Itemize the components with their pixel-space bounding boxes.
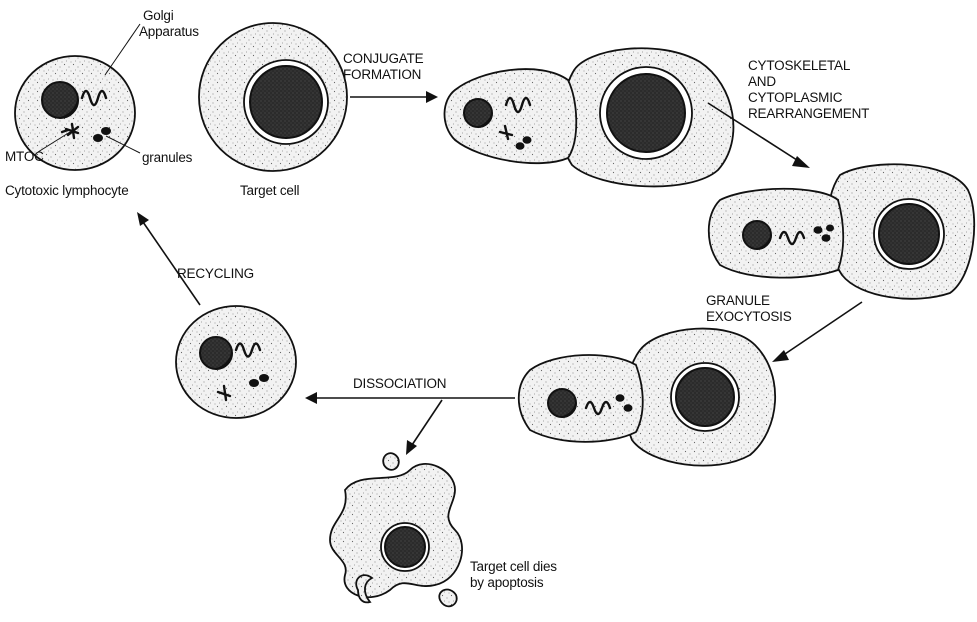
dissociation-arrow <box>305 392 515 404</box>
cyto-label-line1: CYTOSKELETAL <box>748 58 851 73</box>
cytotoxic-lymphocyte-label: Cytotoxic lymphocyte <box>5 183 129 198</box>
conjugate-stage-2 <box>709 164 974 298</box>
dissociation-label: DISSOCIATION <box>353 376 446 391</box>
apoptosis-label-line2: by apoptosis <box>470 575 544 590</box>
conjugate-stage-3 <box>519 329 775 466</box>
dissociation-to-apoptosis-arrow <box>406 400 442 455</box>
apoptotic-target-cell <box>330 453 462 606</box>
recycled-lymphocyte-cell <box>176 306 296 418</box>
golgi-label-line1: Golgi <box>143 8 174 23</box>
golgi-label-line2: Apparatus <box>139 24 199 39</box>
granules-label: granules <box>142 150 193 165</box>
conjugate-label-line2: FORMATION <box>343 67 421 82</box>
recycling-arrow <box>137 212 200 305</box>
conjugate-stage-1 <box>444 48 733 186</box>
target-cell <box>199 23 347 171</box>
apoptosis-label-line1: Target cell dies <box>470 559 557 574</box>
mtoc-label: MTOC <box>5 149 44 164</box>
granule-label-line1: GRANULE <box>706 293 770 308</box>
cyto-label-line2: AND <box>748 74 776 89</box>
conjugate-label-line1: CONJUGATE <box>343 51 424 66</box>
cyto-label-line4: REARRANGEMENT <box>748 106 869 121</box>
cyto-label-line3: CYTOPLASMIC <box>748 90 843 105</box>
target-cell-label: Target cell <box>240 183 300 198</box>
recycling-label: RECYCLING <box>177 266 254 281</box>
granule-label-line2: EXOCYTOSIS <box>706 309 792 324</box>
conjugate-formation-arrow <box>350 91 438 103</box>
